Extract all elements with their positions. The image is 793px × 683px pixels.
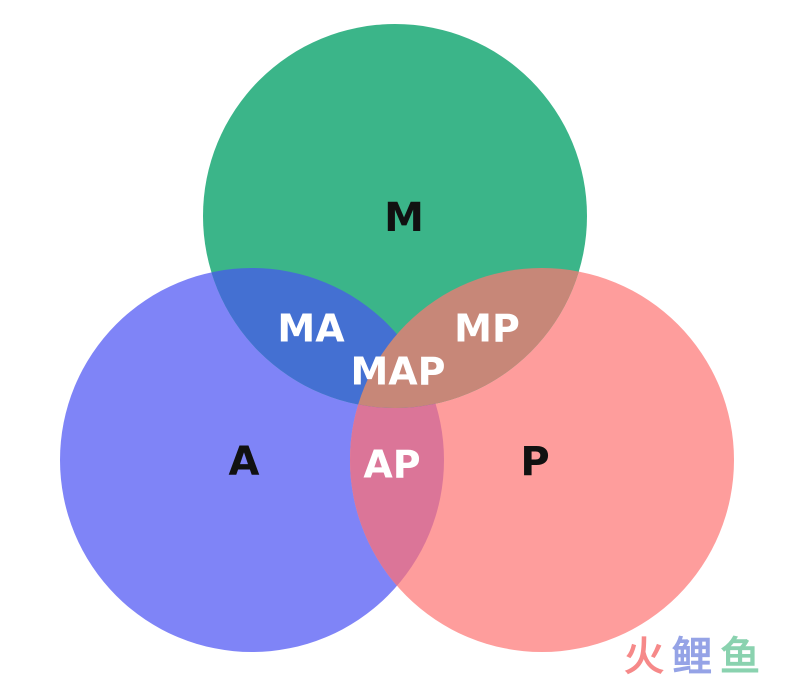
label-ma: MA [277, 307, 345, 351]
region-ma [203, 268, 444, 408]
label-a: A [229, 439, 260, 485]
watermark-char-2: 鲤 [672, 634, 712, 680]
label-p: P [520, 439, 549, 485]
label-ap: AP [363, 443, 420, 487]
watermark-char-1: 火 [624, 634, 664, 680]
label-m: M [384, 195, 424, 241]
watermark-char-3: 鱼 [720, 634, 760, 680]
label-map: MAP [350, 350, 445, 394]
watermark: 火 鲤 鱼 [624, 634, 760, 680]
label-mp: MP [454, 307, 520, 351]
region-mp [350, 268, 587, 408]
